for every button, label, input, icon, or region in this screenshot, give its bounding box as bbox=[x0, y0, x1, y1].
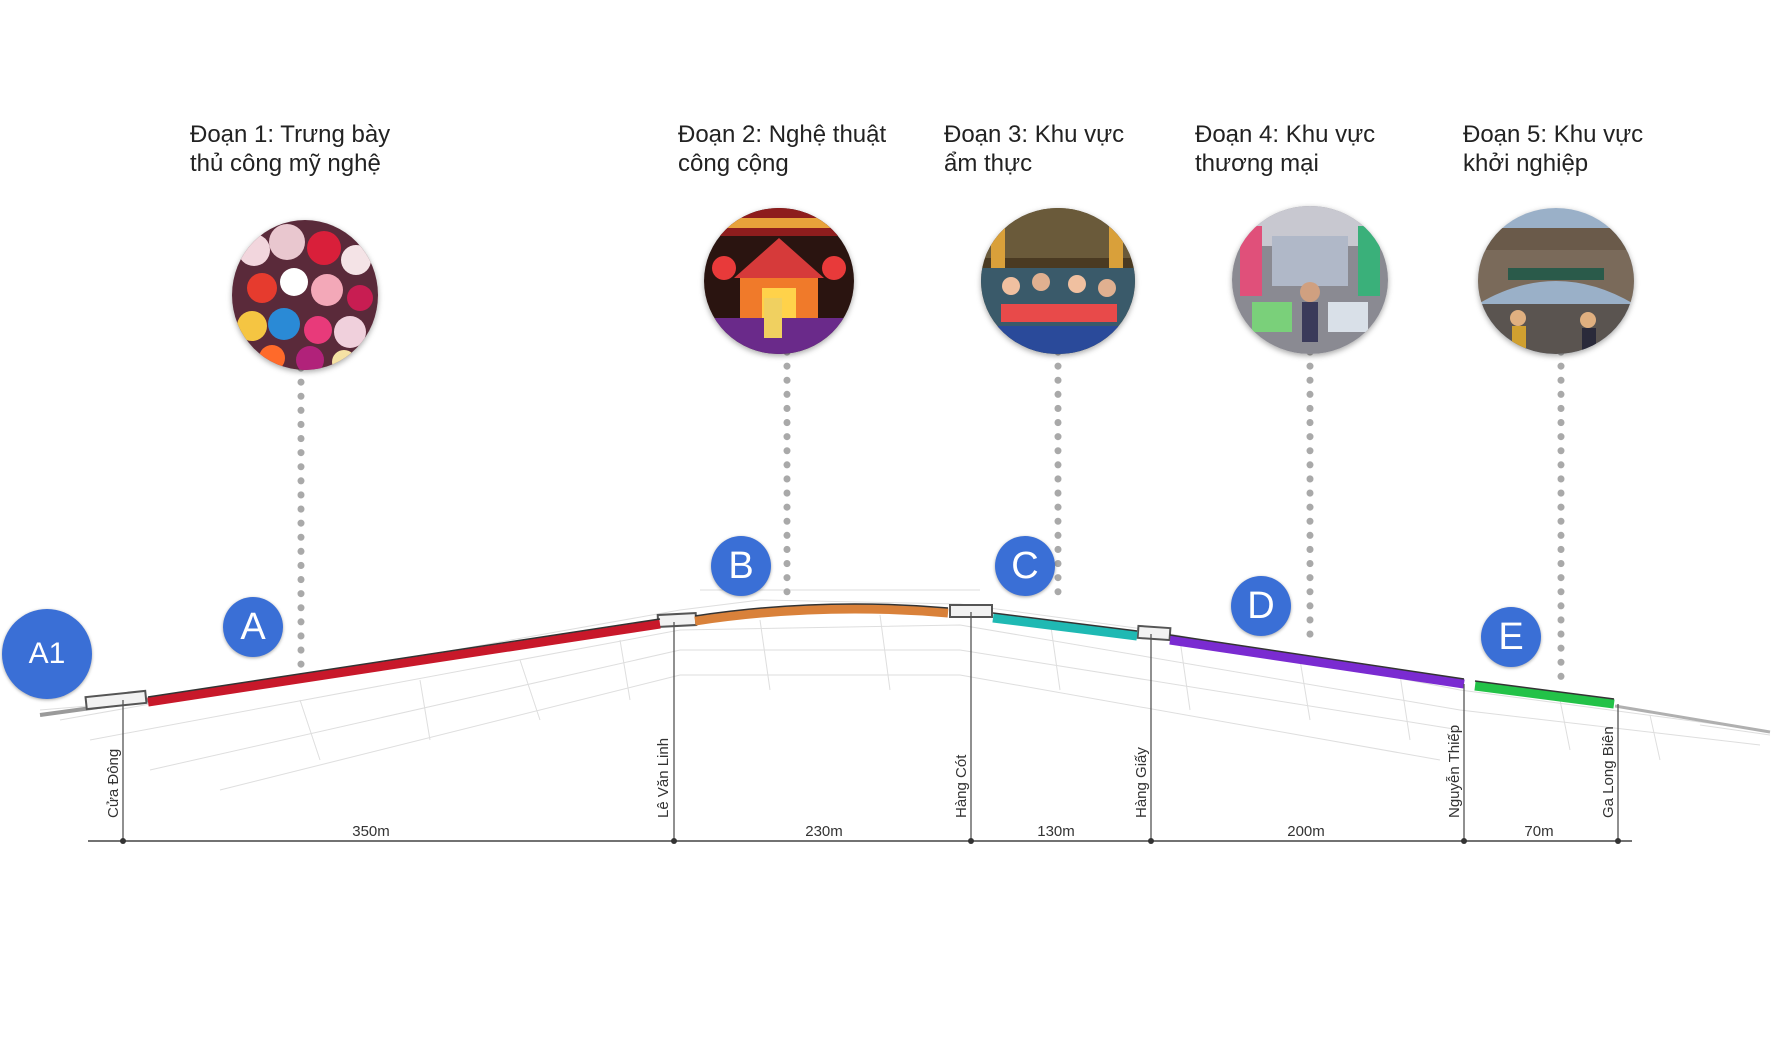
segment-1-title: Đoạn 1: Trưng bày thủ công mỹ nghệ bbox=[190, 120, 390, 178]
segment-title-line: thủ công mỹ nghệ bbox=[190, 150, 381, 177]
segment-3-title: Đoạn 3: Khu vực ẩm thực bbox=[944, 120, 1124, 178]
segment-title-line: ẩm thực bbox=[944, 150, 1033, 177]
marker-a1: A1 bbox=[2, 609, 92, 699]
viaduct-segments bbox=[147, 604, 1615, 709]
segment-title-line: Đoạn 5: Khu vực bbox=[1463, 121, 1644, 148]
marker-d: D bbox=[1231, 576, 1291, 636]
street-label: Ga Long Biên bbox=[1600, 726, 1617, 818]
marker-b: B bbox=[711, 536, 771, 596]
marker-a: A bbox=[223, 597, 283, 657]
railway-arch-photo bbox=[1478, 208, 1634, 354]
segment-title-line: Đoạn 1: Trưng bày bbox=[190, 121, 391, 148]
distance-label: 130m bbox=[1037, 823, 1075, 840]
distance-label: 350m bbox=[352, 823, 390, 840]
segment-title-line: Đoạn 3: Khu vực bbox=[944, 121, 1125, 148]
distance-label: 70m bbox=[1524, 823, 1553, 840]
street-label: Hàng Giấy bbox=[1133, 747, 1150, 818]
street-ticks bbox=[122, 612, 1619, 842]
marker-label: A bbox=[240, 605, 266, 648]
segment-title-line: công cộng bbox=[678, 150, 789, 177]
street-label: Nguyễn Thiếp bbox=[1446, 725, 1463, 818]
public-art-stage-photo bbox=[704, 208, 854, 354]
street-label: Cửa Đông bbox=[105, 749, 122, 818]
food-court-photo bbox=[981, 208, 1135, 354]
segment-4-viaduct bbox=[1169, 635, 1465, 689]
segment-title-line: Đoạn 4: Khu vực bbox=[1195, 121, 1376, 148]
segment-4-title: Đoạn 4: Khu vực thương mại bbox=[1195, 120, 1375, 178]
marker-label: E bbox=[1498, 615, 1524, 658]
marker-label: A1 bbox=[28, 637, 66, 670]
segment-title-line: thương mại bbox=[1195, 150, 1319, 177]
marker-c: C bbox=[995, 536, 1055, 596]
street-label: Hàng Cót bbox=[953, 754, 970, 818]
handicraft-lanterns-photo bbox=[232, 220, 378, 370]
street-label: Lê Văn Linh bbox=[655, 738, 672, 818]
distance-labels: 350m 230m 130m 200m 70m bbox=[352, 823, 1553, 840]
segment-1-viaduct bbox=[147, 619, 661, 707]
segment-5-viaduct bbox=[1474, 681, 1615, 709]
segment-2-title: Đoạn 2: Nghệ thuật công cộng bbox=[678, 120, 886, 178]
segment-5-title: Đoạn 5: Khu vực khởi nghiệp bbox=[1463, 120, 1643, 178]
marker-label: D bbox=[1247, 584, 1275, 627]
street-labels: Cửa Đông Lê Văn Linh Hàng Cót Hàng Giấy … bbox=[105, 725, 1617, 818]
segment-title-line: khởi nghiệp bbox=[1463, 150, 1589, 177]
distance-label: 200m bbox=[1287, 823, 1325, 840]
baseline-dots bbox=[120, 838, 1621, 844]
segment-3-viaduct bbox=[992, 613, 1138, 641]
segment-title-line: Đoạn 2: Nghệ thuật bbox=[678, 121, 887, 148]
marker-label: C bbox=[1011, 544, 1039, 587]
distance-label: 230m bbox=[805, 823, 843, 840]
marker-e: E bbox=[1481, 607, 1541, 667]
segment-2-viaduct bbox=[694, 604, 949, 626]
dotted-connectors bbox=[297, 348, 1565, 684]
marker-label: B bbox=[728, 544, 754, 587]
market-stalls-photo bbox=[1232, 206, 1388, 354]
